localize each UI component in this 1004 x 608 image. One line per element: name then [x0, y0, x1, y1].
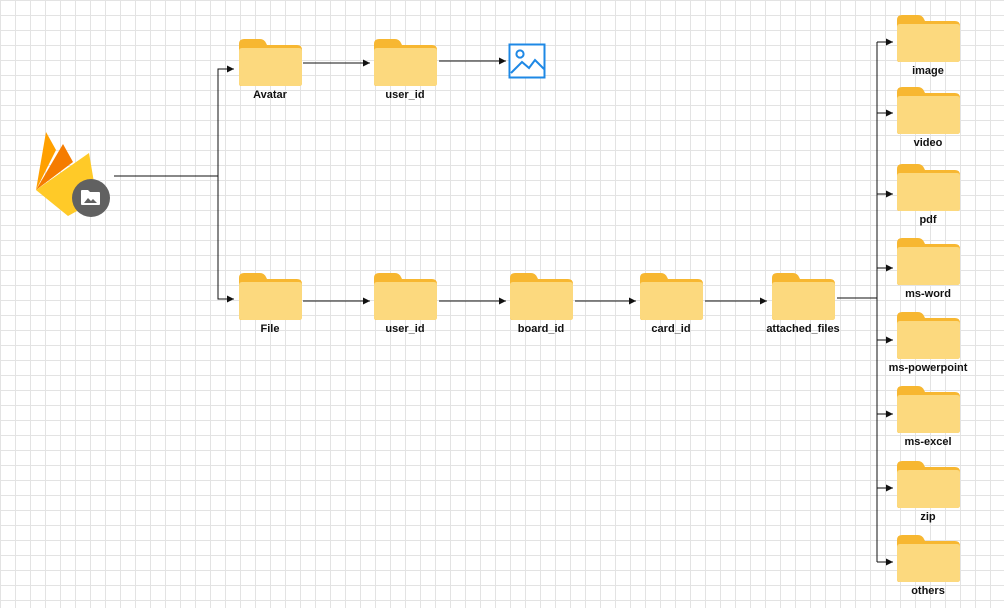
- folder-board-id[interactable]: board_id: [496, 270, 586, 335]
- folder-icon: [894, 383, 962, 435]
- folder-type-others[interactable]: others: [883, 532, 973, 597]
- folder-icon: [894, 161, 962, 213]
- folder-label: board_id: [517, 323, 565, 335]
- badge-mountain-icon: [84, 198, 97, 203]
- image-icon[interactable]: [508, 43, 546, 84]
- folder-label: ms-word: [905, 288, 951, 300]
- firebase-storage-icon[interactable]: [33, 128, 113, 223]
- folder-icon: [894, 12, 962, 64]
- folder-icon: [894, 235, 962, 287]
- folder-label: others: [911, 585, 945, 597]
- folder-icon: [894, 532, 962, 584]
- folder-label: user_id: [385, 323, 425, 335]
- folder-icon: [236, 36, 304, 88]
- folder-type-image[interactable]: image: [883, 12, 973, 77]
- folder-type-ms-powerpoint[interactable]: ms-powerpoint: [883, 309, 973, 374]
- folder-card-id[interactable]: card_id: [626, 270, 716, 335]
- folder-label: Avatar: [253, 89, 287, 101]
- folder-type-ms-word[interactable]: ms-word: [883, 235, 973, 300]
- folder-avatar[interactable]: Avatar: [225, 36, 315, 101]
- folder-label: ms-excel: [904, 436, 952, 448]
- folder-label: video: [913, 137, 943, 149]
- folder-icon: [894, 458, 962, 510]
- folder-file[interactable]: File: [225, 270, 315, 335]
- folder-label: zip: [920, 511, 936, 523]
- folder-type-zip[interactable]: zip: [883, 458, 973, 523]
- edge-root-to-avatar: [217, 65, 234, 176]
- folder-label: ms-powerpoint: [888, 362, 968, 374]
- folder-file-user-id[interactable]: user_id: [360, 270, 450, 335]
- folder-type-pdf[interactable]: pdf: [883, 161, 973, 226]
- edge-root-to-file: [217, 176, 234, 303]
- folder-icon: [507, 270, 575, 322]
- folder-label: pdf: [919, 214, 937, 226]
- folder-type-video[interactable]: video: [883, 84, 973, 149]
- folder-label: image: [912, 65, 944, 77]
- folder-avatar-user-id[interactable]: user_id: [360, 36, 450, 101]
- folder-icon: [371, 270, 439, 322]
- firebase-flame-mid: [36, 144, 73, 190]
- folder-label: File: [260, 323, 280, 335]
- folder-icon: [894, 84, 962, 136]
- folder-icon: [236, 270, 304, 322]
- folder-icon: [371, 36, 439, 88]
- folder-label: attached_files: [766, 323, 840, 335]
- folder-attached-files[interactable]: attached_files: [758, 270, 848, 335]
- folder-label: user_id: [385, 89, 425, 101]
- firebase-flame-back: [36, 132, 56, 190]
- folder-type-ms-excel[interactable]: ms-excel: [883, 383, 973, 448]
- folder-icon: [769, 270, 837, 322]
- folder-label: card_id: [651, 323, 691, 335]
- folder-icon: [637, 270, 705, 322]
- folder-icon: [894, 309, 962, 361]
